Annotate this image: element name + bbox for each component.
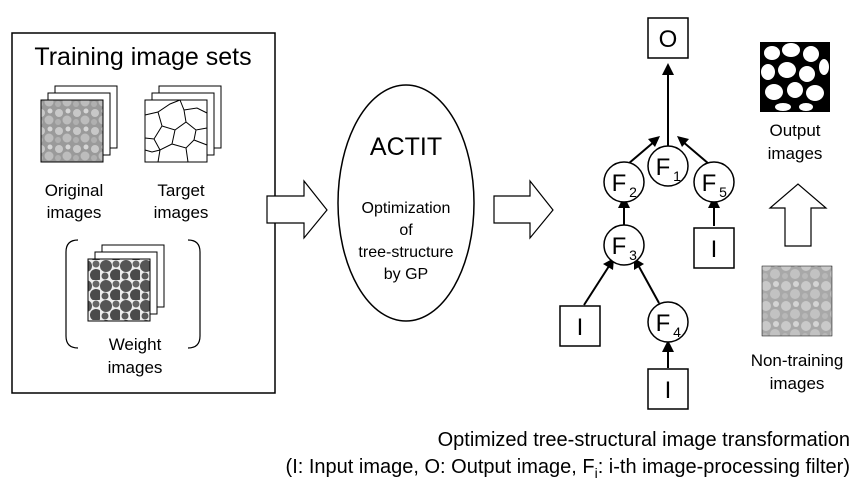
caption-line2-part2: : i-th image-processing filter) bbox=[598, 456, 850, 478]
non-training-label-line1: Non-training bbox=[751, 351, 844, 370]
target-images-label-line2: images bbox=[154, 203, 209, 222]
caption-line2-subscript: i bbox=[595, 465, 598, 481]
target-images-label-line1: Target bbox=[157, 181, 205, 200]
f4-subscript: 4 bbox=[673, 324, 681, 340]
target-images-stack bbox=[144, 85, 222, 163]
input-node-f3: I bbox=[559, 305, 601, 347]
non-training-label-line2: images bbox=[770, 374, 825, 393]
actit-ellipse: ACTIT Optimization of tree-structure by … bbox=[337, 84, 475, 322]
edge-f4-f3 bbox=[636, 262, 660, 304]
actit-line2: of bbox=[399, 222, 413, 239]
input-node-f3-label: I bbox=[577, 314, 584, 341]
arrow-to-tree bbox=[493, 179, 554, 240]
original-images-stack bbox=[40, 85, 118, 163]
filter-node-f5: F 5 bbox=[693, 161, 735, 203]
input-node-f5: I bbox=[693, 227, 735, 269]
f4-letter: F bbox=[656, 310, 671, 337]
tree-structure bbox=[583, 72, 715, 368]
f1-subscript: 1 bbox=[673, 168, 681, 184]
edge-f5-f1 bbox=[681, 140, 710, 165]
filter-node-f1: F 1 bbox=[647, 145, 689, 187]
filter-node-f4: F 4 bbox=[647, 301, 689, 343]
caption-line2-part1: (I: Input image, O: Output image, F bbox=[286, 456, 595, 478]
f3-subscript: 3 bbox=[629, 247, 637, 263]
training-panel-title: Training image sets bbox=[34, 43, 251, 71]
actit-line3: tree-structure bbox=[358, 244, 453, 261]
weight-images-label-line1: Weight bbox=[109, 335, 162, 354]
training-image-sets-panel: Training image sets Original images Targ… bbox=[11, 32, 276, 394]
f3-letter: F bbox=[612, 233, 627, 260]
edge-i-f3 bbox=[583, 262, 612, 306]
original-image-thumbnail bbox=[40, 99, 104, 163]
input-node-f5-label: I bbox=[711, 236, 718, 263]
target-cell-boundaries bbox=[144, 99, 208, 163]
caption-line1: Optimized tree-structural image transfor… bbox=[438, 429, 850, 451]
weight-image-thumbnail bbox=[87, 258, 151, 322]
actit-title: ACTIT bbox=[370, 133, 442, 161]
output-image-thumbnail bbox=[760, 42, 830, 112]
output-images-label-line1: Output bbox=[769, 121, 820, 140]
f5-letter: F bbox=[702, 170, 717, 197]
original-images-label-line1: Original bbox=[45, 181, 104, 200]
output-node: O bbox=[647, 17, 689, 59]
output-node-label: O bbox=[659, 26, 678, 53]
weight-right-bracket bbox=[187, 239, 201, 349]
weight-left-bracket bbox=[65, 239, 79, 349]
original-images-label-line2: images bbox=[47, 203, 102, 222]
input-node-f4-label: I bbox=[665, 377, 672, 404]
filter-node-f3: F 3 bbox=[603, 224, 645, 266]
weight-images-stack bbox=[87, 244, 165, 322]
f1-letter: F bbox=[656, 154, 671, 181]
non-training-image-thumbnail bbox=[761, 265, 833, 337]
weight-images-label-line2: images bbox=[108, 358, 163, 377]
edge-f2-f1 bbox=[627, 140, 656, 165]
f5-subscript: 5 bbox=[719, 184, 727, 200]
target-image-thumbnail bbox=[144, 99, 208, 163]
caption-line2: (I: Input image, O: Output image, Fi: i-… bbox=[286, 456, 850, 481]
actit-line1: Optimization bbox=[362, 200, 451, 217]
arrow-to-actit bbox=[266, 179, 328, 240]
filter-node-f2: F 2 bbox=[603, 161, 645, 203]
output-images-label-line2: images bbox=[768, 144, 823, 163]
f2-letter: F bbox=[612, 170, 627, 197]
up-arrow bbox=[768, 183, 828, 247]
input-node-f4: I bbox=[647, 368, 689, 410]
actit-line4: by GP bbox=[384, 266, 428, 283]
f2-subscript: 2 bbox=[629, 184, 637, 200]
